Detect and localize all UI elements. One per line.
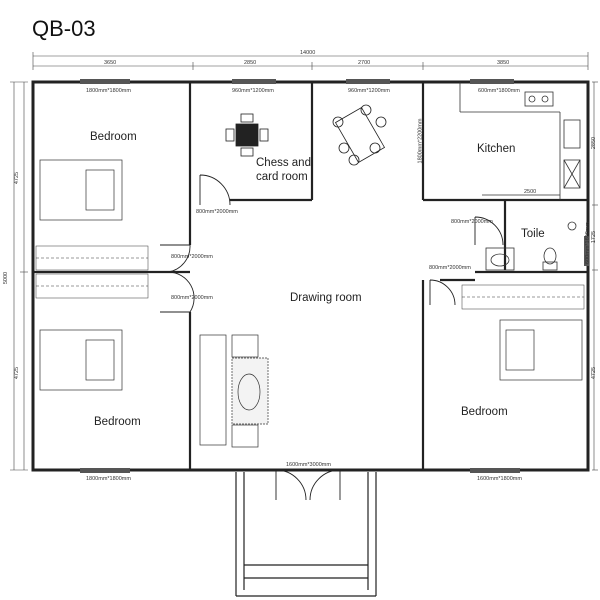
label-door-bed-tl-2: 800mm*2000mm bbox=[171, 295, 213, 301]
label-window-top-chess: 960mm*1200mm bbox=[232, 88, 274, 94]
dim-left-upper: 4725 bbox=[14, 171, 21, 185]
dim-right-lower: 4725 bbox=[591, 366, 598, 380]
room-label-bedroom-bottom-left: Bedroom bbox=[94, 416, 141, 428]
room-label-toile: Toile bbox=[521, 228, 545, 240]
label-kitchen-side: 1800mm*2200mm bbox=[417, 118, 424, 164]
room-label-chess-line1: Chess and bbox=[256, 157, 311, 169]
room-label-kitchen: Kitchen bbox=[477, 143, 516, 155]
dim-top-seg-4: 3850 bbox=[497, 60, 510, 66]
toilet-fixtures bbox=[485, 221, 577, 271]
dim-kitchen-inner: 2500 bbox=[524, 189, 537, 195]
dim-top-seg-1: 3650 bbox=[104, 60, 117, 66]
tables bbox=[225, 104, 387, 166]
label-toile-window: 600mm*1600mm bbox=[584, 222, 591, 264]
label-window-top-kitchen: 600mm*1800mm bbox=[478, 88, 520, 94]
dim-total-height: 5000 bbox=[3, 271, 10, 285]
dim-top-seg-2: 2850 bbox=[244, 60, 257, 66]
label-door-bed-tl-1: 800mm*2000mm bbox=[171, 254, 213, 260]
doors bbox=[160, 174, 504, 501]
dimension-lines bbox=[10, 52, 598, 471]
dim-total-width: 14000 bbox=[300, 50, 316, 56]
label-window-top-dining: 960mm*1200mm bbox=[348, 88, 390, 94]
sofa-set bbox=[199, 334, 269, 448]
label-door-bed-right: 800mm*2000mm bbox=[429, 265, 471, 271]
room-label-drawing-room: Drawing room bbox=[290, 292, 362, 304]
room-label-chess-line2: card room bbox=[256, 171, 308, 183]
label-main-door: 1600mm*3000mm bbox=[286, 462, 331, 468]
dim-right-upper: 2850 bbox=[591, 136, 598, 150]
label-door-toile: 800mm*2000mm bbox=[451, 219, 493, 225]
beds bbox=[39, 159, 583, 391]
plan-title: QB-03 bbox=[32, 16, 96, 41]
dim-top-seg-3: 2700 bbox=[358, 60, 371, 66]
outer-walls bbox=[31, 80, 590, 472]
kitchen-counters bbox=[459, 82, 581, 200]
label-window-bottom-left: 1800mm*1800mm bbox=[86, 476, 131, 482]
dim-right-mid: 1725 bbox=[591, 230, 598, 244]
porch bbox=[235, 472, 377, 597]
windows bbox=[80, 79, 589, 473]
label-window-top-left: 1800mm*1800mm bbox=[86, 88, 131, 94]
inner-walls bbox=[33, 82, 588, 470]
dim-left-lower: 4725 bbox=[14, 366, 21, 380]
room-label-bedroom-right: Bedroom bbox=[461, 406, 508, 418]
wardrobes bbox=[35, 245, 585, 310]
room-label-bedroom-top-left: Bedroom bbox=[90, 131, 137, 143]
label-window-bottom-right: 1600mm*1800mm bbox=[477, 476, 522, 482]
label-door-chess: 800mm*2000mm bbox=[196, 209, 238, 215]
